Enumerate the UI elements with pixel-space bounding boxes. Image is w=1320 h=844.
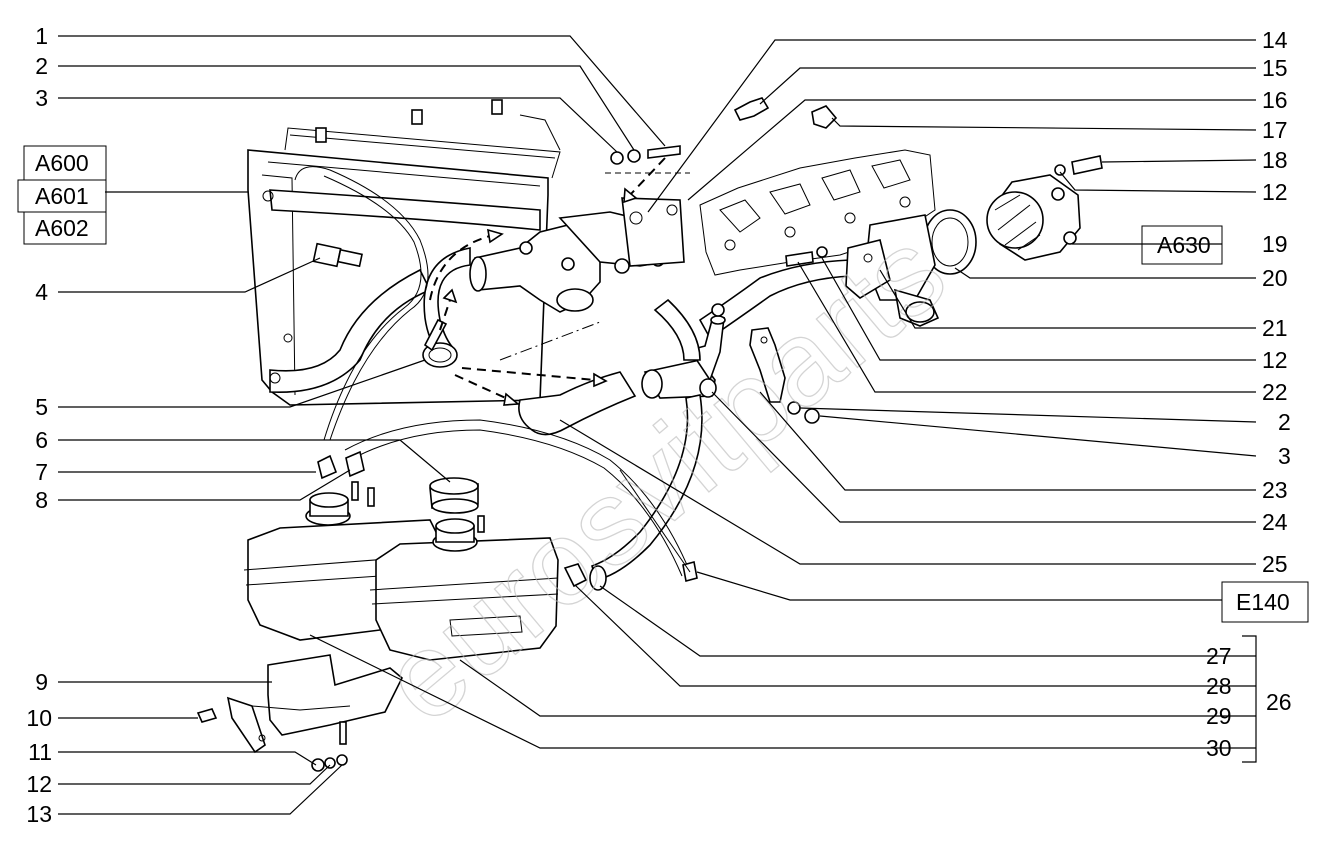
curved-hose <box>653 298 701 361</box>
washer-13 <box>336 754 348 766</box>
label-8: 8 <box>35 487 48 513</box>
label-18: 18 <box>1262 147 1288 173</box>
ref-box-a630 <box>1141 225 1223 265</box>
label-12-a: 12 <box>1262 179 1288 205</box>
label-23: 23 <box>1262 477 1288 503</box>
label-6: 6 <box>35 427 48 453</box>
label-19: 19 <box>1262 231 1288 257</box>
nut-right <box>804 408 820 424</box>
labels-left: 1 2 3 4 5 6 7 8 9 10 11 12 13 <box>26 23 52 827</box>
label-17: 17 <box>1262 117 1288 143</box>
label-11: 11 <box>28 739 52 765</box>
label-12-left: 12 <box>26 771 52 797</box>
label-7: 7 <box>35 459 48 485</box>
assembly-arrow-1 <box>439 299 451 331</box>
assembly-arrow-5 <box>629 157 666 196</box>
ref-box-a602 <box>23 211 107 245</box>
pipe-bracket <box>749 327 786 403</box>
temperature-sensor <box>312 242 363 268</box>
parts-illustration <box>196 97 1103 772</box>
overflow-hose <box>344 419 691 573</box>
label-3-right: 3 <box>1278 443 1291 469</box>
label-29: 29 <box>1206 703 1232 729</box>
label-22: 22 <box>1262 379 1288 405</box>
clamp-28 <box>563 563 588 588</box>
nut-top <box>610 151 624 165</box>
label-3: 3 <box>35 85 48 111</box>
label-30: 30 <box>1206 735 1232 761</box>
bolt-10 <box>196 708 218 723</box>
washer-12-top <box>1054 164 1066 176</box>
label-28: 28 <box>1206 673 1232 699</box>
label-26-group: 26 <box>1266 689 1292 715</box>
label-10: 10 <box>26 705 52 731</box>
bolt-18 <box>1071 155 1103 175</box>
label-21: 21 <box>1262 315 1288 341</box>
clip-8 <box>345 450 365 478</box>
label-12-b: 12 <box>1262 347 1288 373</box>
assembly-arrow-4 <box>454 374 511 401</box>
label-5: 5 <box>35 394 48 420</box>
label-24: 24 <box>1262 509 1288 535</box>
label-14: 14 <box>1262 27 1288 53</box>
ref-a601: A601 <box>35 183 89 209</box>
label-25: 25 <box>1262 551 1288 577</box>
ref-a602: A602 <box>35 215 89 241</box>
labels-right: 14 15 16 17 18 12 19 20 21 12 22 2 3 23 … <box>1206 27 1292 761</box>
reference-boxes: A600 A601 A602 A630 E140 <box>17 145 1309 623</box>
ref-e140: E140 <box>1236 589 1290 615</box>
radiator <box>247 99 561 406</box>
label-13: 13 <box>26 801 52 827</box>
label-16: 16 <box>1262 87 1288 113</box>
expansion-tank-front <box>369 515 559 661</box>
bolt-pump-housing <box>711 303 725 317</box>
ref-a630: A630 <box>1157 232 1211 258</box>
ref-box-e140 <box>1221 581 1309 623</box>
label-27: 27 <box>1206 643 1232 669</box>
label-1: 1 <box>35 23 48 49</box>
clip-7 <box>317 454 338 480</box>
assembly-arrow-2 <box>429 235 491 301</box>
reservoir-cap <box>429 477 479 514</box>
thermostat-housing <box>469 197 685 313</box>
drain-plug <box>811 105 838 129</box>
washer-12 <box>324 757 336 769</box>
pipe-junction <box>641 315 726 399</box>
label-2-right: 2 <box>1278 409 1291 435</box>
metal-pipe <box>698 239 891 340</box>
label-2: 2 <box>35 53 48 79</box>
ref-a600: A600 <box>35 150 89 176</box>
washer-top <box>627 149 641 163</box>
label-4: 4 <box>35 279 48 305</box>
label-15: 15 <box>1262 55 1288 81</box>
label-20: 20 <box>1262 265 1288 291</box>
breather-hose <box>294 166 429 441</box>
water-pump <box>986 174 1081 261</box>
tank-bracket <box>226 654 403 754</box>
assembly-arrow-3 <box>461 367 596 381</box>
nut-11 <box>311 758 325 772</box>
label-9: 9 <box>35 669 48 695</box>
leader-lines <box>58 35 1257 815</box>
stud-top <box>647 145 681 159</box>
